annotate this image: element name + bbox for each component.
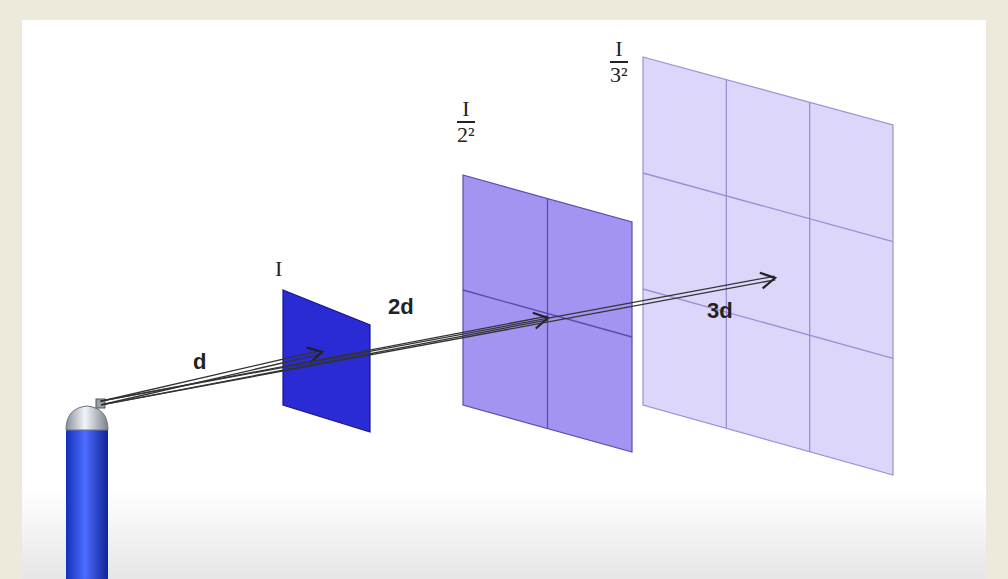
distance-label: 3d [707, 299, 733, 323]
intensity-square: I3² [605, 35, 900, 480]
line [643, 173, 893, 242]
line [101, 280, 775, 405]
line [809, 102, 810, 451]
square-shape [605, 35, 900, 480]
line [726, 80, 727, 429]
line [643, 289, 893, 358]
intensity-square: I [270, 255, 385, 440]
intensity-denominator: 2² [457, 123, 475, 147]
distance-label: 2d [388, 295, 414, 319]
arrow-head [760, 273, 775, 289]
square-shape [270, 255, 385, 440]
intensity-numerator: I [615, 37, 622, 61]
intensity-numerator: I [462, 97, 469, 121]
distance-label: d [193, 350, 206, 374]
intensity-label: I2² [457, 97, 475, 147]
intensity-label: I3² [610, 37, 628, 87]
square-shape [455, 95, 640, 460]
intensity-label: I [275, 257, 282, 281]
line [101, 276, 775, 401]
intensity-denominator: 3² [610, 63, 628, 87]
line [101, 350, 322, 401]
intensity-square: I2² [455, 95, 640, 460]
intensity-numerator: I [275, 257, 282, 281]
line [101, 354, 322, 405]
